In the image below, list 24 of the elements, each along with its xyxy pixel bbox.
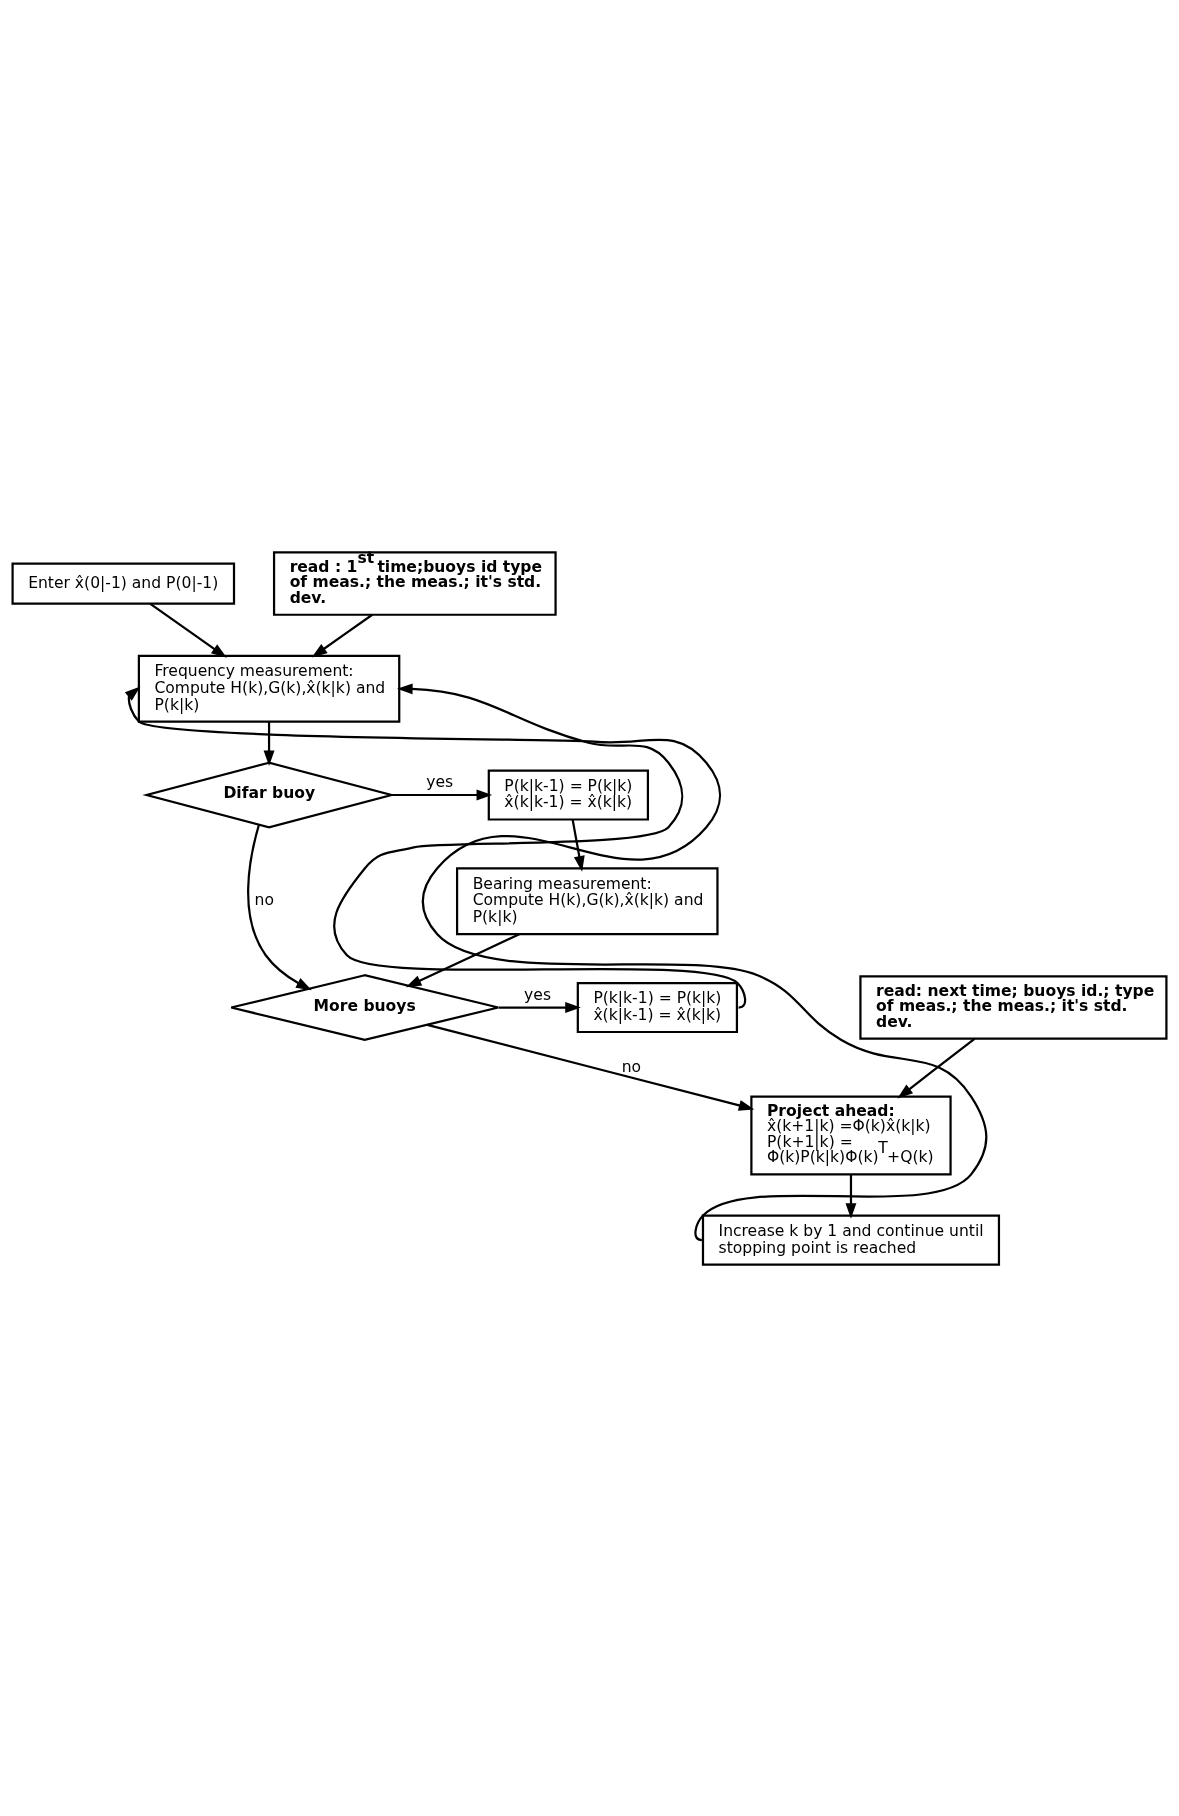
node-box: Enter x̂(0|-1) and P(0|-1) [11, 561, 236, 605]
arrow [311, 613, 373, 658]
arrow [427, 1023, 755, 1111]
arrow [263, 721, 275, 766]
arrow [897, 1037, 976, 1098]
node-box: Frequency measurement: Compute H(k),G(k),x̂(k|k) and P(k|k) [137, 654, 401, 723]
edge-label: no [621, 1057, 642, 1076]
node-box: read: next time; buoys id.; type of meas.; the meas.; it's std. dev. [859, 974, 1168, 1040]
arrow [247, 823, 312, 990]
arrow [333, 683, 747, 1008]
arrow [845, 1174, 857, 1219]
node-box: Increase k by 1 and continue until stopping point is reached [701, 1213, 1001, 1266]
node-box: P(k|k-1) = P(k|k) x̂(k|k-1) = x̂(k|k) [487, 768, 650, 821]
arrow [124, 686, 987, 1240]
edge-label: no [254, 890, 274, 909]
edge-label: yes [426, 772, 454, 791]
arrow [498, 1001, 581, 1013]
edge-label: yes [524, 985, 552, 1004]
arrow [391, 789, 493, 800]
node-box: P(k|k-1) = P(k|k) x̂(k|k-1) = x̂(k|k) [576, 981, 739, 1033]
arrow [405, 932, 520, 987]
node-box: Bearing measurement: Compute H(k),G(k),x̂(k|k) and P(k|k) [455, 866, 719, 935]
arrow [149, 602, 227, 658]
arrow [571, 819, 585, 872]
